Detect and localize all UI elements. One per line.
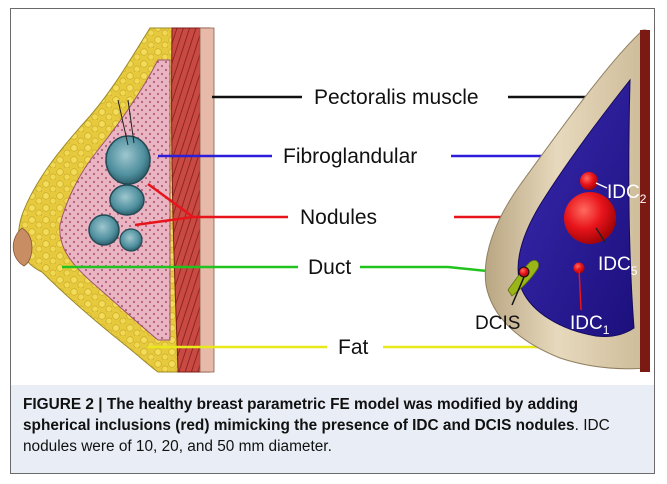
label-idc2: IDC2 [607,183,646,205]
label-duct: Duct [308,257,351,278]
fe-model-idc2-sphere [580,172,598,190]
label-fat: Fat [338,337,368,358]
caption-figure-label: FIGURE 2 | [23,396,107,413]
anatomy-chest-wall [200,28,214,372]
caption-period: . [575,417,584,434]
label-nodules: Nodules [300,207,377,228]
anatomy-nodule-4 [120,229,142,251]
figure-caption: FIGURE 2 | The healthy breast parametric… [23,394,645,457]
label-pectoralis-muscle: Pectoralis muscle [314,87,479,108]
caption-bold-text: The healthy breast parametric FE model w… [23,396,578,434]
anatomy-drawing [13,28,214,372]
label-idc1: IDC1 [570,314,609,336]
label-idc5: IDC5 [598,255,637,277]
label-fibroglandular: Fibroglandular [283,146,417,167]
figure-svg [0,0,667,380]
label-dcis: DCIS [475,314,520,333]
figure-illustration: Pectoralis muscle Fibroglandular Nodules… [0,0,667,380]
caption-panel: FIGURE 2 | The healthy breast parametric… [11,385,654,473]
fe-model-dcis-sphere [519,267,529,277]
anatomy-nodule-2 [110,185,144,215]
anatomy-nodule-3 [89,215,119,245]
